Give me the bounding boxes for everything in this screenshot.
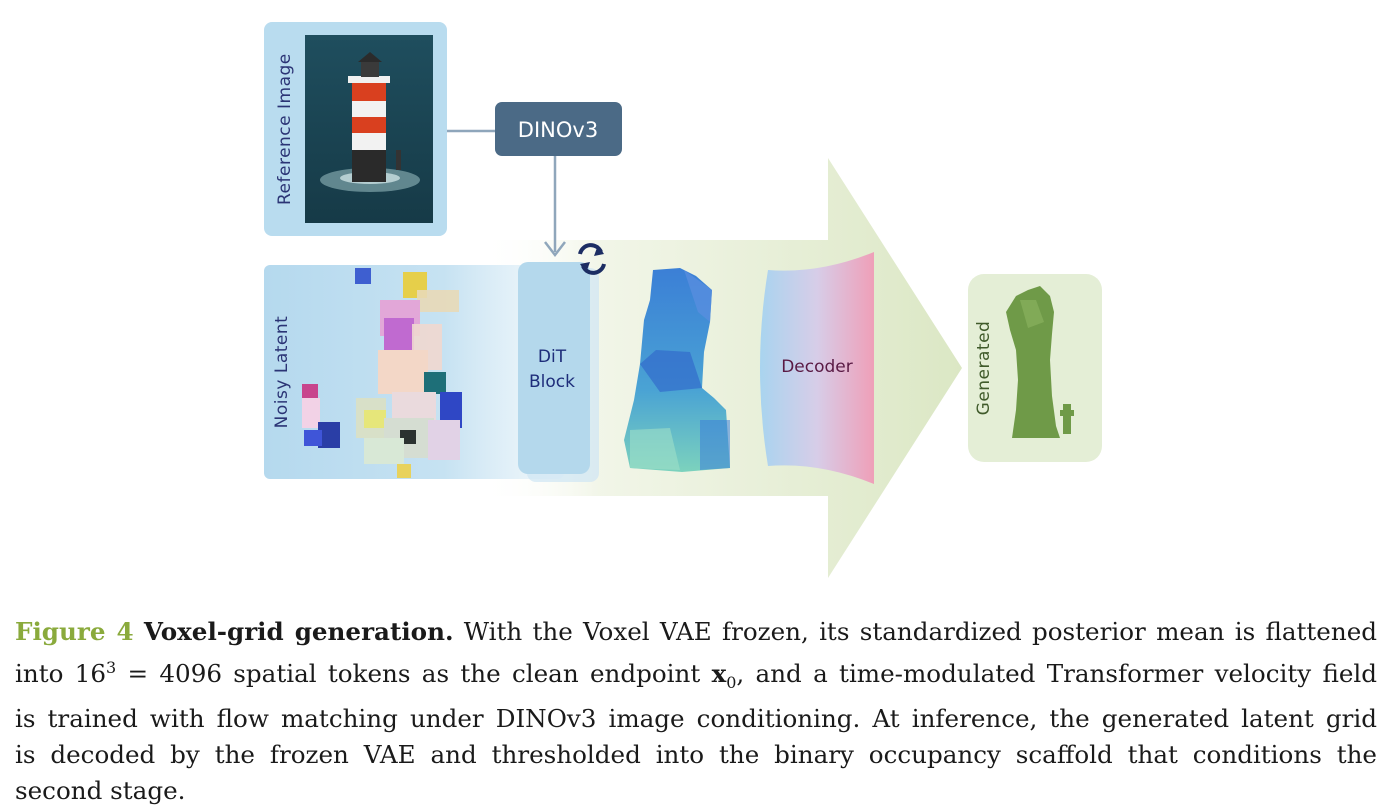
figure-title: Voxel-grid generation. bbox=[143, 617, 454, 646]
caption-text: , and a time-modulated Transformer veloc… bbox=[736, 659, 1378, 689]
caption-line-3: is trained with flow matching under DINO… bbox=[15, 704, 1377, 734]
lighthouse-image bbox=[305, 35, 433, 223]
dit-label-line1: DiT bbox=[538, 347, 567, 367]
subscript: 0 bbox=[726, 673, 737, 693]
arrow-head bbox=[544, 241, 566, 258]
generated-label: Generated bbox=[974, 320, 994, 416]
figure-label: Figure 4 bbox=[15, 617, 134, 646]
decoder-label: Decoder bbox=[781, 357, 853, 377]
dit-label-line2: Block bbox=[529, 372, 575, 392]
caption-text: With the Voxel VAE frozen, its standardi… bbox=[453, 617, 1377, 646]
dit-block bbox=[518, 262, 590, 474]
reference-image-label: Reference Image bbox=[275, 53, 295, 205]
caption-line-2: into 163 = 4096 spatial tokens as the cl… bbox=[15, 650, 1377, 701]
caption-text: into 16 bbox=[15, 659, 106, 689]
noisy-latent-label: Noisy Latent bbox=[272, 315, 292, 429]
generated-voxels bbox=[1006, 286, 1074, 438]
encoder-box bbox=[495, 102, 622, 156]
encoder-label: DINOv3 bbox=[518, 118, 598, 142]
denoised-latent bbox=[624, 268, 730, 472]
caption-line-1: Figure 4 Voxel-grid generation. With the… bbox=[15, 614, 1377, 650]
caption-line-4: is decoded by the frozen VAE and thresho… bbox=[15, 740, 1377, 770]
math-symbol: x bbox=[711, 659, 727, 689]
noisy-voxels bbox=[302, 268, 462, 478]
refresh-loop-icon bbox=[578, 243, 606, 275]
caption-line-5: second stage. bbox=[15, 776, 186, 806]
decoder-block bbox=[760, 252, 874, 484]
pipeline-diagram: DINOv3 DiT Block Decoder bbox=[264, 22, 1102, 578]
figure-caption: Figure 4 Voxel-grid generation. With the… bbox=[15, 614, 1377, 809]
caption-text: = 4096 spatial tokens as the clean endpo… bbox=[116, 659, 712, 689]
superscript: 3 bbox=[106, 658, 117, 677]
